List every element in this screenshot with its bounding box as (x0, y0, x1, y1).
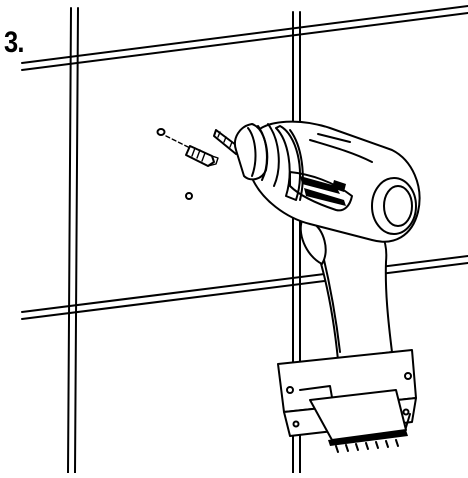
tile-grid (21, 5, 468, 474)
motor-cap (371, 177, 417, 235)
grout-line-v1b (74, 7, 79, 474)
cordless-drill-icon (213, 120, 421, 453)
step-number: 3. (4, 26, 24, 59)
grout-line-h2a (21, 255, 468, 313)
insertion-guide-line (165, 135, 191, 149)
trigger (299, 217, 327, 265)
grout-line-h1b (21, 12, 468, 71)
vent-slots (289, 171, 353, 212)
wall-plug-icon (185, 145, 219, 167)
drill-hole-upper (156, 128, 166, 136)
wall-plug-assembly (156, 128, 219, 200)
battery-screw-left (286, 386, 294, 394)
battery-grip-ridges (328, 430, 408, 453)
grout-line-v1a (67, 7, 72, 474)
drill-hole-lower (185, 192, 193, 200)
grout-line-h1a (21, 5, 468, 64)
battery-screw-right (404, 372, 412, 380)
grout-line-h2b (21, 262, 468, 320)
